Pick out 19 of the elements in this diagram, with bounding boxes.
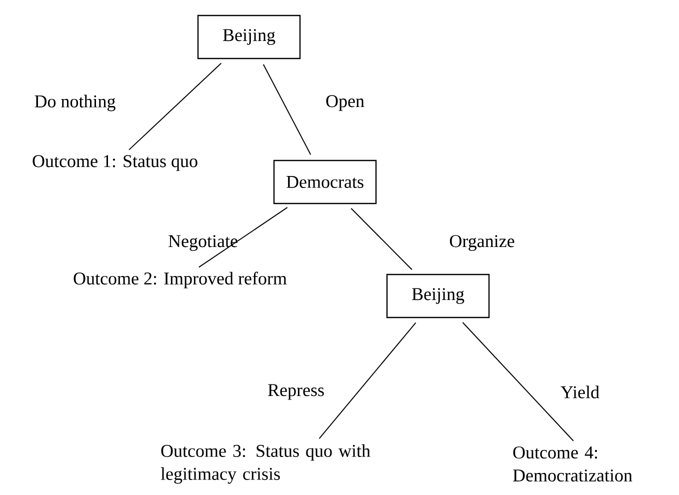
player-box: Democrats [273, 160, 377, 204]
branch-line [350, 208, 412, 270]
outcome-text: Outcome 1: Status quo [32, 155, 198, 171]
edge-label: Do nothing [34, 94, 116, 112]
branch-line [128, 62, 222, 150]
edge-label: Yield [560, 386, 600, 398]
player-box: Beijing [197, 14, 301, 60]
outcome-text: Outcome 4: Democratization [513, 446, 632, 482]
branch-line [262, 64, 312, 156]
edge-label: Organize [450, 235, 514, 251]
outcome-text: Outcome 2: Improved reform [74, 272, 287, 288]
edge-label: Open [326, 95, 364, 111]
outcome-text: Outcome 3: Status quo with legitimacy crisis [160, 444, 370, 484]
branch-line [198, 206, 288, 268]
player-box: Beijing [386, 274, 490, 318]
edge-label: Negotiate [168, 235, 238, 251]
branch-line [318, 322, 416, 439]
branch-line [462, 322, 574, 442]
edge-label: Repress [268, 384, 324, 400]
